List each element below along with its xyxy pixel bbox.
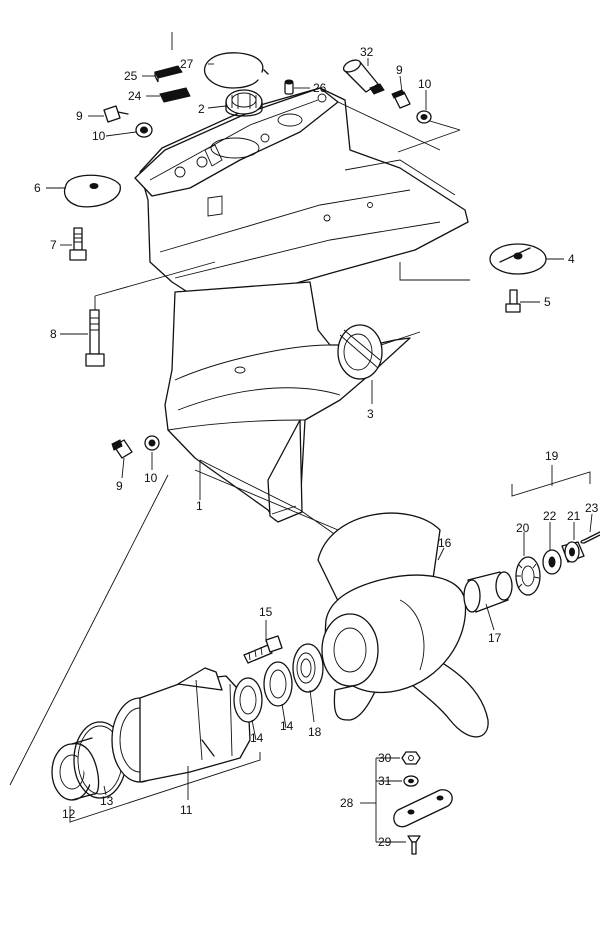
callout-5: 5 — [544, 295, 551, 309]
circlip — [203, 52, 269, 89]
propeller-nut — [561, 541, 585, 563]
needle-bearing-rear-2 — [263, 661, 293, 707]
needle-bearing — [225, 89, 263, 117]
callout-7: 7 — [50, 238, 57, 252]
gasket-lower — [144, 435, 160, 451]
bolt-7 — [69, 227, 87, 261]
callout-10-top-right: 10 — [418, 77, 432, 91]
callout-23: 23 — [585, 501, 599, 515]
callout-4: 4 — [568, 252, 575, 266]
callout-25: 25 — [124, 69, 138, 83]
propeller-shaft-housing — [111, 667, 251, 783]
needle-bearing-rear-1 — [233, 677, 263, 723]
callout-10-top-left: 10 — [92, 129, 106, 143]
callout-9-lower: 9 — [116, 479, 123, 493]
gasket-left — [135, 122, 153, 138]
callout-1: 1 — [196, 499, 203, 513]
callout-2: 2 — [198, 102, 205, 116]
key-2 — [159, 87, 191, 103]
propeller — [317, 512, 489, 738]
leader-lines — [46, 32, 593, 843]
gear-case-housing — [134, 87, 469, 523]
trim-tab — [489, 243, 547, 275]
callout-9-top-right: 9 — [396, 63, 403, 77]
callout-13: 13 — [100, 794, 114, 808]
washer-31 — [403, 775, 419, 787]
cover-plate — [63, 174, 121, 208]
spline-washer — [515, 556, 541, 596]
bolt-15 — [243, 635, 283, 664]
plate-28 — [393, 789, 453, 828]
dowel-pin — [284, 79, 294, 95]
callout-26: 26 — [313, 81, 327, 95]
oil-seal-rear — [292, 643, 324, 693]
callout-9-top-left: 9 — [76, 109, 83, 123]
callout-10-lower: 10 — [144, 471, 158, 485]
ball-bearing — [51, 737, 100, 801]
callout-12: 12 — [62, 807, 76, 821]
callout-28: 28 — [340, 796, 354, 810]
callout-6: 6 — [34, 181, 41, 195]
nut-30 — [401, 751, 421, 765]
callout-8: 8 — [50, 327, 57, 341]
callout-32: 32 — [360, 45, 374, 59]
callout-14-left: 14 — [250, 731, 264, 745]
drain-plug-top — [391, 89, 411, 109]
bolt-8 — [85, 309, 105, 367]
callout-30: 30 — [378, 751, 392, 765]
screw-29 — [407, 835, 421, 855]
callout-19: 19 — [545, 449, 559, 463]
callout-labels: 1 2 3 4 5 6 7 8 9 9 9 10 10 10 11 12 13 … — [34, 45, 599, 849]
callout-24: 24 — [128, 89, 142, 103]
oil-seal — [337, 324, 383, 380]
callout-15: 15 — [259, 605, 273, 619]
callout-18: 18 — [308, 725, 322, 739]
callout-20: 20 — [516, 521, 530, 535]
callout-21: 21 — [567, 509, 581, 523]
callout-31: 31 — [378, 774, 392, 788]
drain-plug-lower — [111, 439, 133, 459]
washer — [542, 549, 562, 575]
callout-14-right: 14 — [280, 719, 294, 733]
gasket-top-right — [416, 110, 432, 124]
sleeve — [342, 59, 385, 95]
callout-29: 29 — [378, 835, 392, 849]
key — [154, 65, 183, 83]
callout-22: 22 — [543, 509, 557, 523]
callout-3: 3 — [367, 407, 374, 421]
callout-27: 27 — [180, 57, 194, 71]
callout-16: 16 — [438, 536, 452, 550]
cotter-pin — [580, 531, 600, 544]
bolt-5 — [505, 289, 521, 313]
callout-17: 17 — [488, 631, 502, 645]
callout-11: 11 — [180, 803, 193, 817]
drain-plug-left — [103, 105, 129, 123]
thrust-hub — [463, 571, 513, 613]
